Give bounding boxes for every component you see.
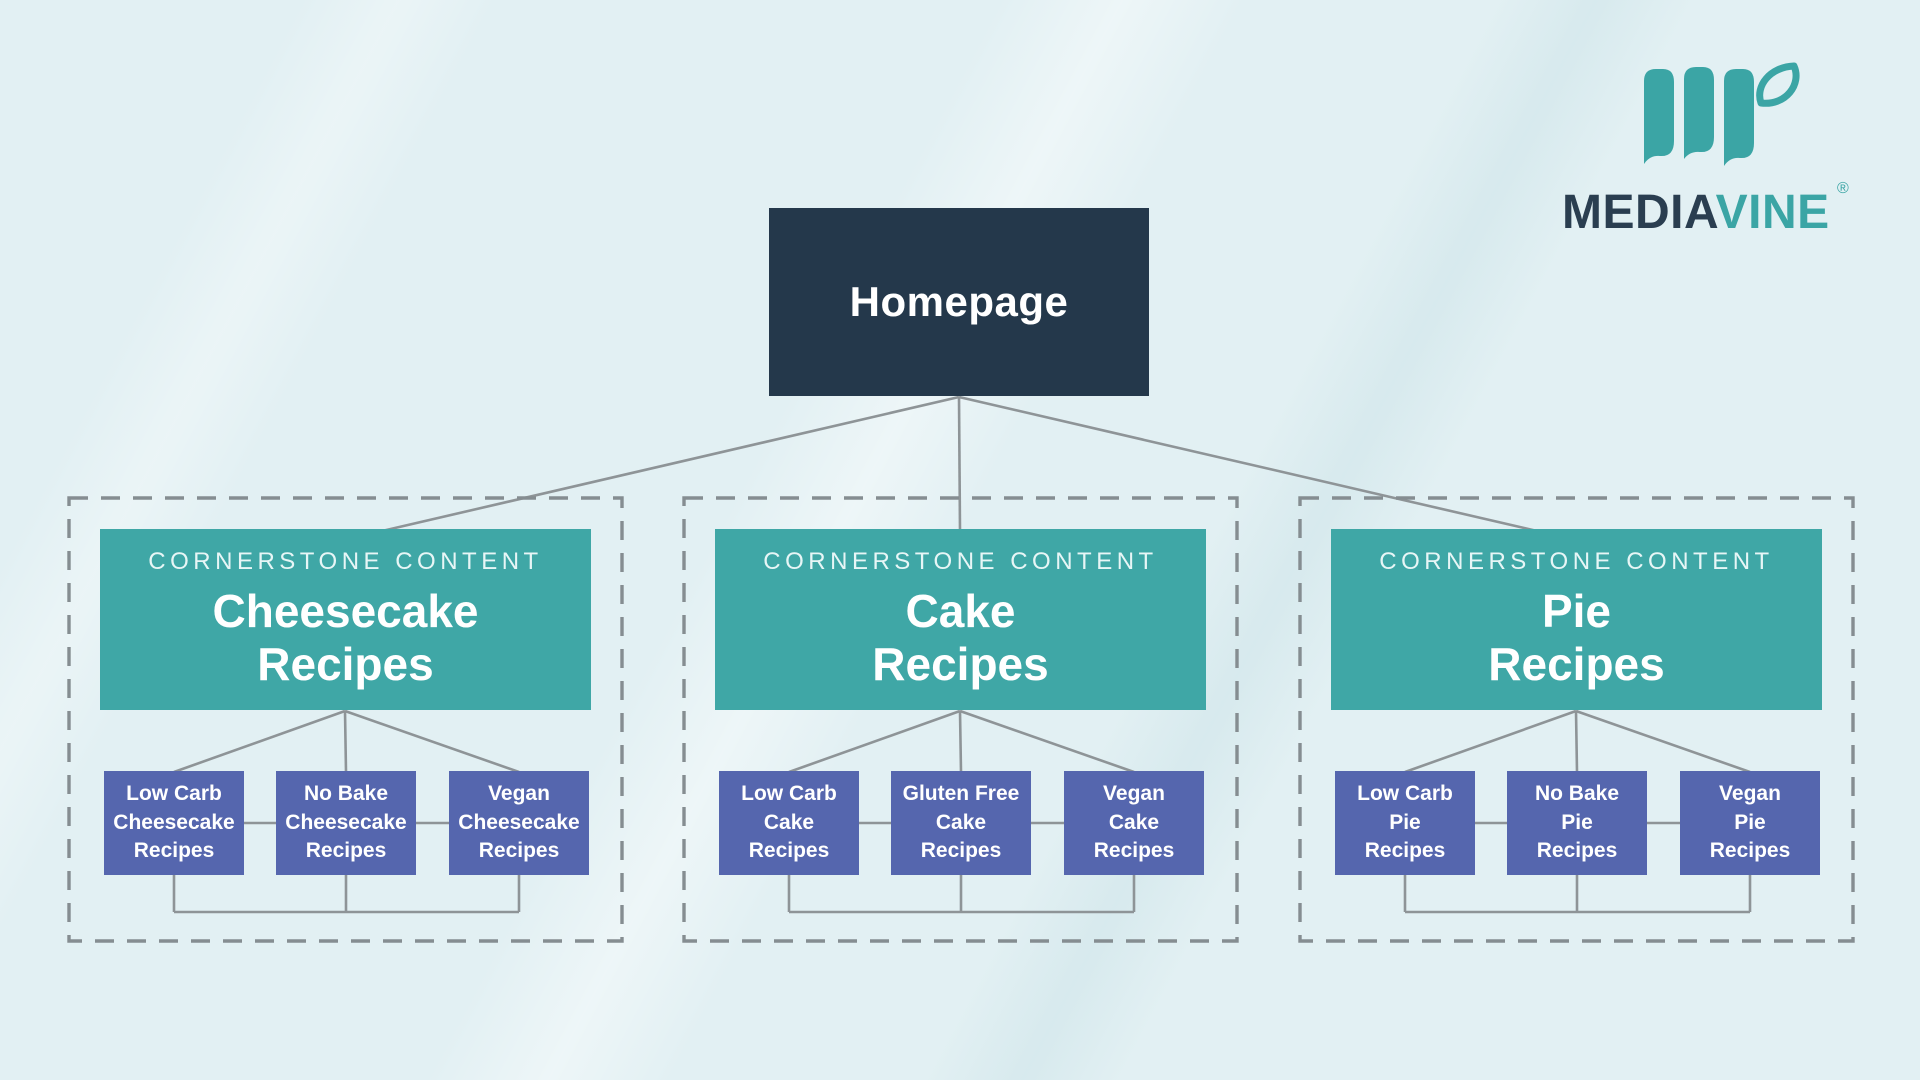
group-cake-connectors <box>682 496 1239 943</box>
child-box-no-bake-pie: No Bake Pie Recipes <box>1507 771 1647 875</box>
connector-homepage-cake <box>957 396 962 532</box>
cornerstone-title: Cake Recipes <box>872 585 1049 690</box>
cornerstone-eyebrow: CORNERSTONE CONTENT <box>148 548 543 576</box>
child-label: Low Carb Pie Recipes <box>1357 781 1453 863</box>
dashed-border <box>67 496 624 943</box>
group-cheesecake: CORNERSTONE CONTENT Cheesecake Recipes L… <box>67 496 624 943</box>
child-box-low-carb-cake: Low Carb Cake Recipes <box>719 771 859 875</box>
child-label: No Bake Cheesecake Recipes <box>285 781 407 863</box>
cornerstone-box-pie: CORNERSTONE CONTENT Pie Recipes <box>1331 529 1822 710</box>
child-box-vegan-pie: Vegan Pie Recipes <box>1680 771 1820 875</box>
child-label: Vegan Cheesecake Recipes <box>458 781 580 863</box>
child-label: Vegan Cake Recipes <box>1093 781 1175 863</box>
group-pie: CORNERSTONE CONTENT Pie Recipes Low Carb… <box>1298 496 1855 943</box>
cornerstone-title: Pie Recipes <box>1488 585 1665 690</box>
registered-mark: ® <box>1837 180 1849 197</box>
wordmark: MEDIAVINE <box>1562 186 1830 236</box>
child-label: Vegan Pie Recipes <box>1709 781 1791 863</box>
homepage-node: Homepage <box>769 208 1149 396</box>
dashed-border <box>1298 496 1855 943</box>
cornerstone-eyebrow: CORNERSTONE CONTENT <box>763 548 1158 576</box>
group-pie-connectors <box>1298 496 1855 943</box>
child-box-gluten-free-cake: Gluten Free Cake Recipes <box>891 771 1031 875</box>
mediavine-mark-icon <box>1644 67 1754 166</box>
connector-homepage-pie <box>958 395 1538 533</box>
cornerstone-box-cheesecake: CORNERSTONE CONTENT Cheesecake Recipes <box>100 529 591 710</box>
child-label: No Bake Pie Recipes <box>1534 781 1620 863</box>
mediavine-logo-svg: MEDIAVINE ® <box>1562 62 1849 239</box>
child-label: Gluten Free Cake Recipes <box>902 781 1020 863</box>
wordmark-media: MEDIA <box>1562 186 1718 236</box>
dashed-border <box>682 496 1239 943</box>
homepage-label: Homepage <box>849 278 1069 325</box>
child-label: Low Carb Cheesecake Recipes <box>113 781 235 863</box>
child-box-low-carb-pie: Low Carb Pie Recipes <box>1335 771 1475 875</box>
cornerstone-box-cake: CORNERSTONE CONTENT Cake Recipes <box>715 529 1206 710</box>
cornerstone-title: Cheesecake Recipes <box>212 585 479 690</box>
leaf-icon <box>1756 62 1800 107</box>
child-box-vegan-cake: Vegan Cake Recipes <box>1064 771 1204 875</box>
wordmark-vine: VINE <box>1716 186 1830 236</box>
child-box-vegan-cheesecake: Vegan Cheesecake Recipes <box>449 771 589 875</box>
child-box-low-carb-cheesecake: Low Carb Cheesecake Recipes <box>104 771 244 875</box>
cornerstone-eyebrow: CORNERSTONE CONTENT <box>1379 548 1774 576</box>
mediavine-logo: MEDIAVINE ® <box>1556 58 1860 239</box>
connector-homepage-cheesecake <box>381 395 960 533</box>
child-box-no-bake-cheesecake: No Bake Cheesecake Recipes <box>276 771 416 875</box>
child-label: Low Carb Cake Recipes <box>741 781 837 863</box>
group-cake: CORNERSTONE CONTENT Cake Recipes Low Car… <box>682 496 1239 943</box>
group-cheesecake-connectors <box>67 496 624 943</box>
